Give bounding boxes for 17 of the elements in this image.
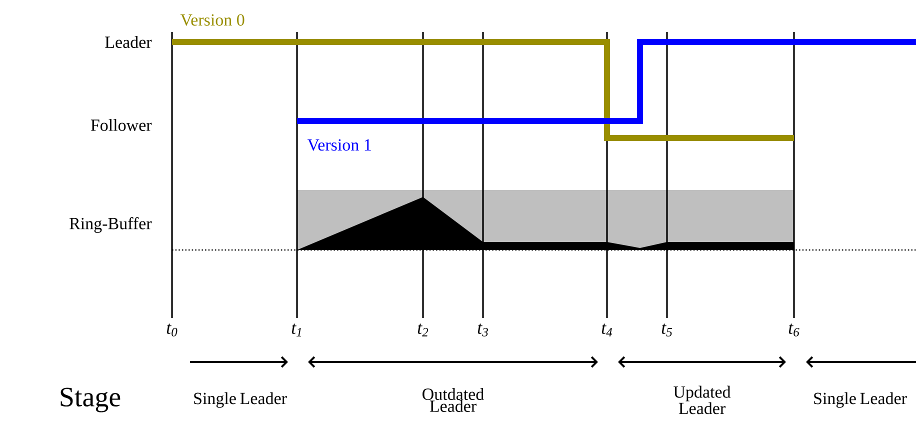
stage-name: Outdated Leader bbox=[422, 388, 484, 412]
time-label: t$_{0}$ bbox=[166, 324, 178, 336]
time-label: t$_{4}$ bbox=[602, 324, 612, 336]
row-label: Follower bbox=[90, 119, 152, 131]
time-label: t$_{1}$ bbox=[292, 324, 302, 336]
time-label: t$_{3}$ bbox=[478, 324, 488, 336]
stage-label: Stage bbox=[60, 388, 120, 412]
stage-name: Single Leader bbox=[194, 392, 287, 408]
row-label: Ring-Buffer bbox=[70, 217, 152, 233]
version-label: Version 1 bbox=[307, 139, 371, 151]
version-label: Version 0 bbox=[180, 14, 244, 26]
row-label: Leader bbox=[105, 36, 152, 48]
stage-name: Updated Leader bbox=[674, 386, 731, 414]
time-label: t$_{5}$ bbox=[662, 324, 672, 336]
time-label: t$_{6}$ bbox=[788, 324, 800, 336]
stage-name: Single Leader bbox=[814, 392, 907, 408]
time-label: t$_{2}$ bbox=[418, 324, 428, 336]
